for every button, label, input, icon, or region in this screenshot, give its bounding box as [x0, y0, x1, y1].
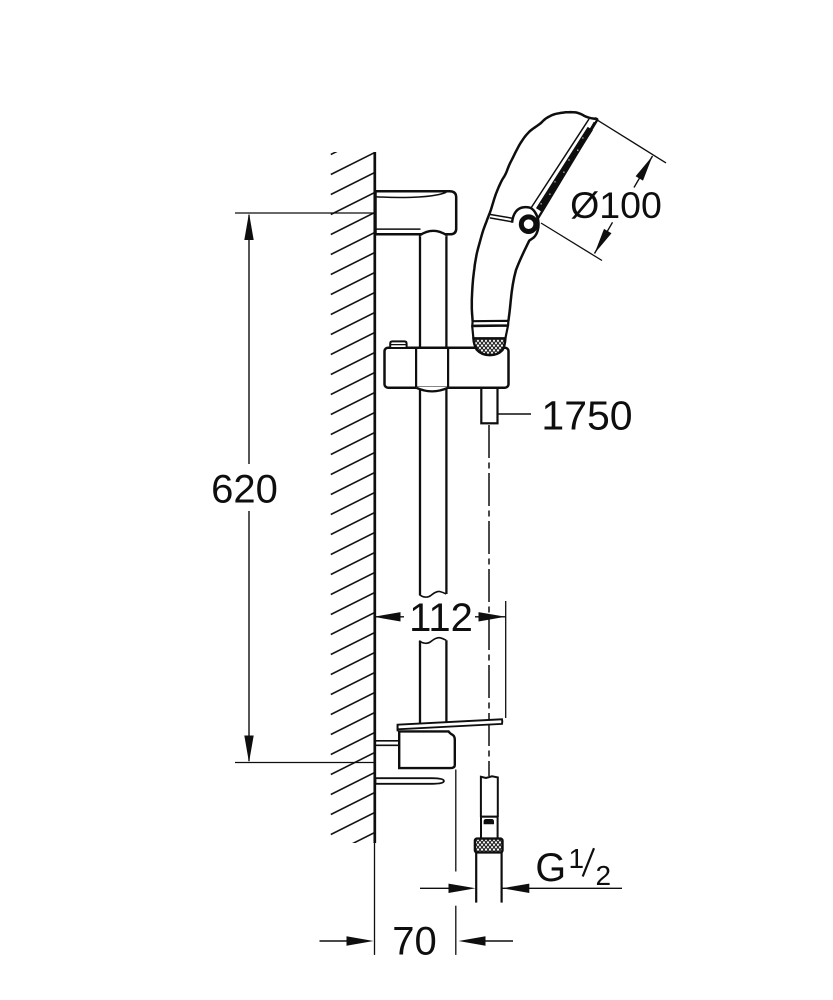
svg-text:620: 620	[211, 467, 278, 511]
svg-text:1: 1	[569, 843, 585, 874]
svg-text:G: G	[535, 846, 566, 890]
svg-text:Ø100: Ø100	[570, 184, 662, 226]
svg-text:112: 112	[409, 596, 473, 640]
svg-text:1750: 1750	[541, 393, 632, 439]
svg-text:70: 70	[392, 920, 437, 964]
svg-text:2: 2	[596, 860, 612, 891]
